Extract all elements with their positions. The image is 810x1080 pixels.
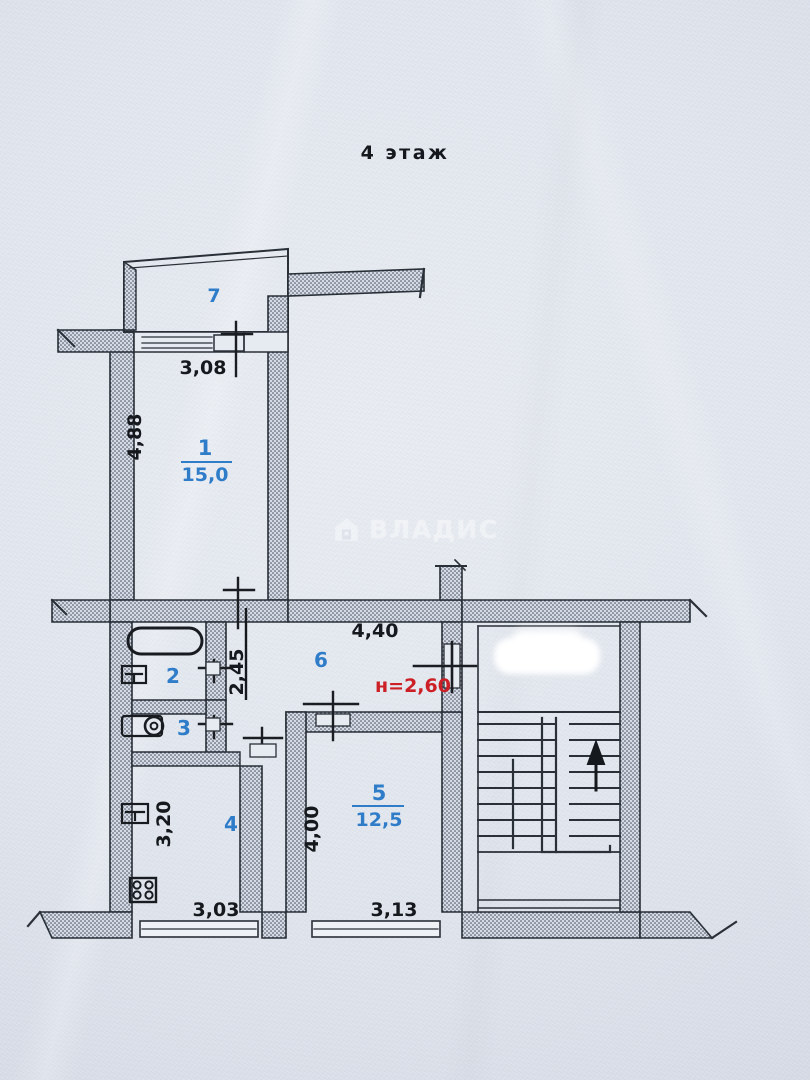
- door-kitchen: [242, 726, 284, 758]
- room-label-6: 6: [314, 648, 328, 672]
- room-label-7: 7: [207, 285, 220, 307]
- wall-room5-left: [285, 711, 307, 913]
- bathtub-icon: [126, 626, 204, 656]
- dimension-3-03: 3,03: [193, 899, 240, 921]
- stove-icon: [128, 876, 158, 904]
- balcony-7: [123, 247, 289, 333]
- ceiling-height-note: н=2,60: [375, 675, 451, 697]
- dimension-3-13: 3,13: [371, 899, 418, 921]
- door-toilet: [197, 714, 234, 740]
- wall-left-ledge-top: [56, 328, 135, 353]
- room-label-3: 3: [177, 716, 191, 740]
- window-room1-balcony-door: [133, 320, 289, 378]
- dimension-3-20: 3,20: [153, 801, 175, 848]
- dimension-2-45: 2,45: [226, 649, 248, 696]
- dimension-4-40: 4,40: [352, 620, 399, 642]
- wall-top-right-arm: [287, 267, 426, 299]
- wall-stub-upper-mid: [435, 558, 467, 601]
- dimension-4-88: 4,88: [124, 414, 146, 461]
- window-room5-bottom: [311, 920, 441, 938]
- dimension-3-08: 3,08: [180, 357, 227, 379]
- room-label-1: 1: [198, 436, 213, 460]
- toilet-icon: [120, 714, 165, 738]
- room-area-5: 12,5: [356, 809, 403, 831]
- wall-kitchen-right: [239, 765, 263, 913]
- window-kitchen-bottom: [139, 920, 259, 938]
- room-label-4: 4: [224, 812, 238, 836]
- wall-between-bath-toilet: [131, 699, 207, 715]
- stair-flight-left: [477, 716, 558, 854]
- washbasin-icon: [120, 664, 148, 685]
- dimension-4-00: 4,00: [301, 806, 323, 853]
- wall-bath-right: [205, 621, 227, 761]
- page-title: 4 этаж: [360, 142, 450, 164]
- wall-left-upper: [109, 329, 135, 601]
- wall-toilet-bottom: [131, 751, 241, 767]
- wall-bottom-exterior: [26, 910, 738, 940]
- wall-room1-bottom: [109, 576, 289, 630]
- room-label-5: 5: [372, 781, 387, 805]
- door-bathroom: [197, 658, 234, 684]
- room-area-1: 15,0: [182, 464, 229, 486]
- wall-corridor-right: [412, 621, 478, 713]
- up-arrow-icon: [586, 739, 606, 792]
- wall-corridor-top-spine: [50, 598, 708, 623]
- kitchen-sink-icon: [120, 802, 150, 825]
- stairwell: [477, 621, 641, 913]
- wall-room5-right: [441, 711, 463, 913]
- wall-room5-top: [285, 690, 463, 742]
- room-label-2: 2: [166, 664, 180, 688]
